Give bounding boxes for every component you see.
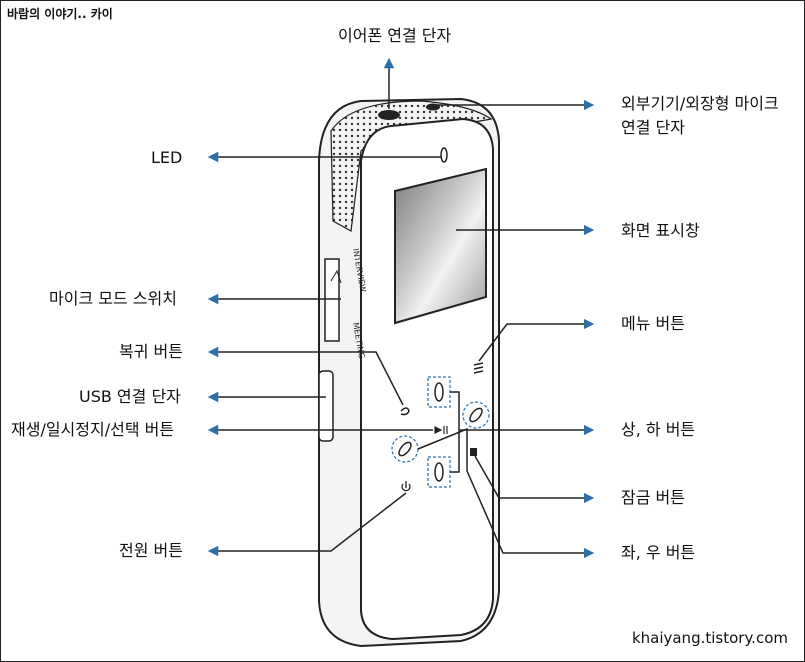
earphone-jack [378,110,400,120]
down-button [434,462,444,482]
label-play: 재생/일시정지/선택 버튼 [11,420,175,439]
power-button [401,481,411,492]
leader-back [207,346,404,406]
label-updown: 상, 하 버튼 [621,420,696,439]
label-back: 복귀 버튼 [119,342,183,361]
mic-mode-switch [324,258,340,342]
leader-leftright [417,427,595,559]
leader-lock [474,455,595,504]
label-leftright: 좌, 우 버튼 [621,543,696,562]
label-led: LED [151,148,183,167]
label-lock: 잠금 버튼 [621,488,685,507]
label-display: 화면 표시창 [621,221,700,240]
label-power: 전원 버튼 [119,541,183,560]
label-usb: USB 연결 단자 [79,387,181,406]
left-button [398,441,412,457]
watermark-top-left: 바람의 이야기.. 카이 [7,7,113,21]
led-indicator [440,147,448,163]
usb-port-cover [318,370,334,442]
right-button [469,407,483,423]
up-button [434,382,444,402]
menu-button [473,362,484,374]
display-screen [394,167,487,325]
label-external-mic-1: 외부기기/외장형 마이크 [621,94,779,113]
leader-menu [478,318,595,362]
back-button [400,407,410,416]
lock-button [470,448,477,456]
label-mic-mode: 마이크 모드 스위치 [49,289,177,308]
leader-power [207,492,407,557]
label-earphone: 이어폰 연결 단자 [338,26,452,45]
label-menu: 메뉴 버튼 [621,314,685,333]
label-external-mic-2: 연결 단자 [621,118,685,137]
play-pause-button [434,426,448,434]
watermark-bottom-right: khaiyang.tistory.com [631,629,788,647]
